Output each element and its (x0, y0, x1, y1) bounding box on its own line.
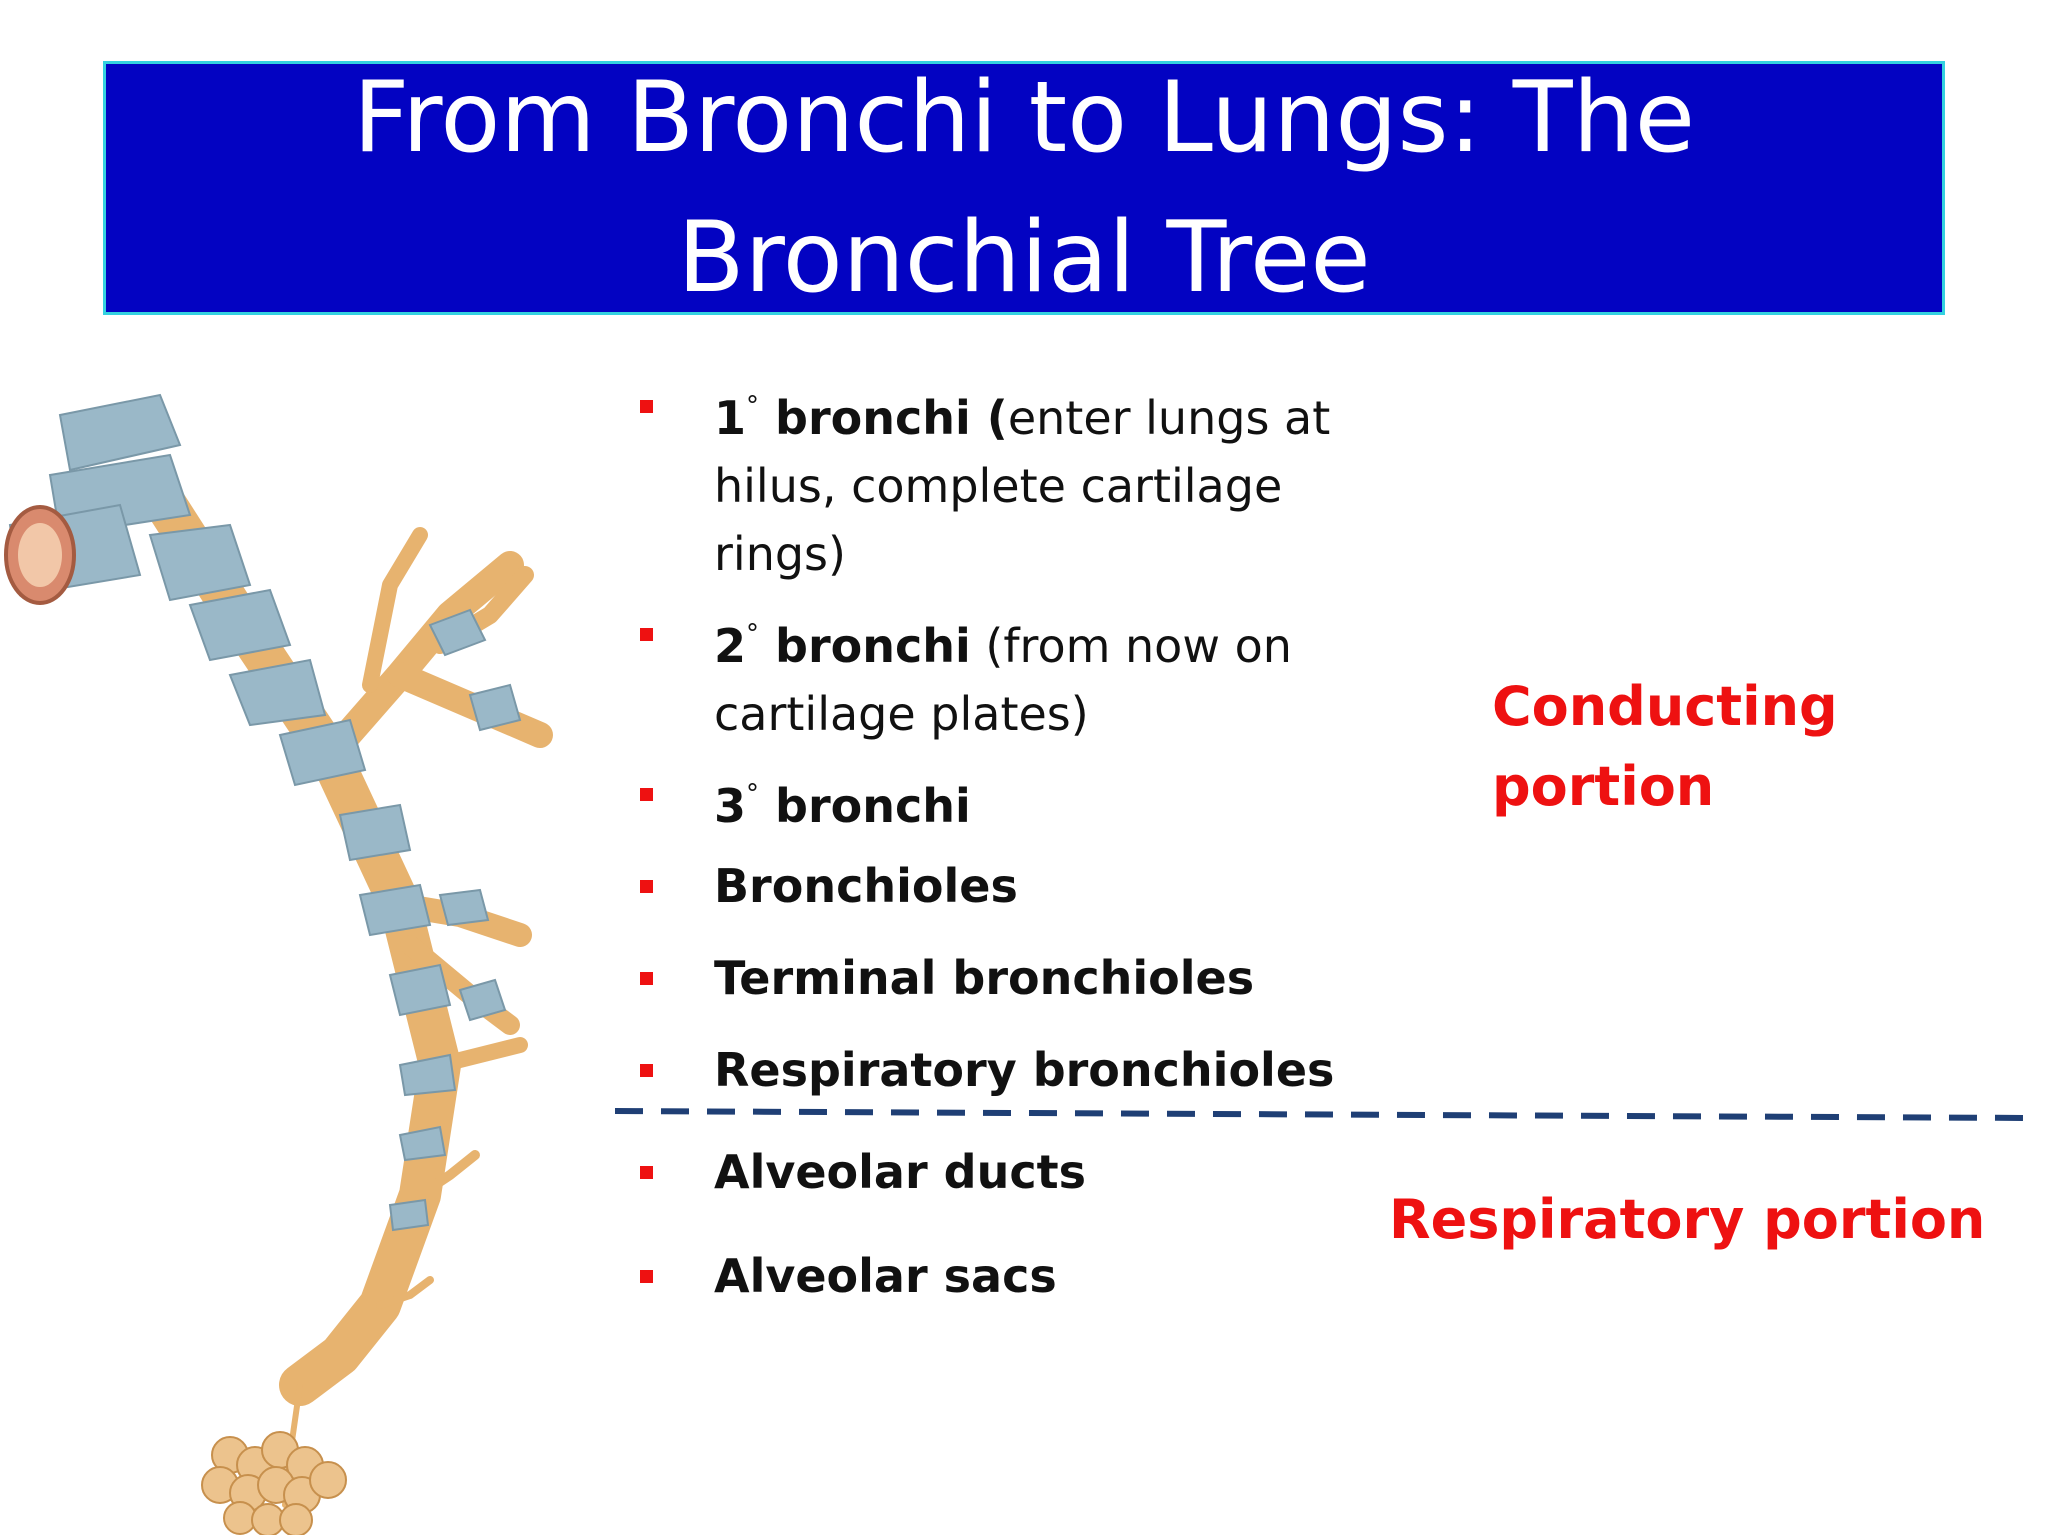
bullet-secondary-bronchi: 2° bronchi (from now on cartilage plates… (640, 600, 1400, 748)
bullet-primary-bronchi: 1° bronchi (enter lungs at hilus, comple… (640, 372, 1400, 588)
bullet-alveolar-ducts: Alveolar ducts (640, 1138, 1400, 1206)
bullet-text: 1° bronchi (enter lungs at hilus, comple… (714, 372, 1354, 588)
degree-symbol: ° (746, 619, 760, 649)
bullet-bold-text: bronchi (759, 619, 971, 673)
bullet-bold-text: bronchi (759, 779, 971, 833)
bullet-text: Alveolar ducts (714, 1145, 1086, 1199)
bullet-number: 3 (714, 779, 747, 833)
bronchus-opening (4, 505, 76, 605)
page-title: From Bronchi to Lungs: The Bronchial Tre… (352, 61, 1696, 315)
bullet-marker (640, 880, 653, 893)
respiratory-portion-label: Respiratory portion (1389, 1188, 1986, 1251)
bullet-text: Terminal bronchioles (714, 951, 1255, 1005)
degree-symbol: ° (746, 779, 760, 809)
degree-symbol: ° (746, 391, 760, 421)
bullet-marker (640, 628, 653, 641)
bullet-respiratory-bronchioles: Respiratory bronchioles (640, 1036, 1400, 1104)
bullet-text: 3° bronchi (714, 760, 1354, 840)
bronchial-tree-illustration (4, 393, 553, 1535)
bullet-text: Respiratory bronchioles (714, 1043, 1335, 1097)
bullet-text: 2° bronchi (from now on cartilage plates… (714, 600, 1354, 748)
bullet-normal-text: (from now on cartilage plates) (714, 619, 1292, 741)
bullet-marker (640, 788, 653, 801)
bullet-alveolar-sacs: Alveolar sacs (640, 1242, 1400, 1310)
conducting-portion-label: Conducting portion (1492, 675, 1838, 818)
bullet-text: Bronchioles (714, 859, 1018, 913)
bullet-number: 2 (714, 619, 747, 673)
bullet-marker (640, 972, 653, 985)
bullet-marker (640, 400, 653, 413)
portion-divider-line (615, 1108, 2035, 1121)
bullet-bronchioles: Bronchioles (640, 852, 1400, 920)
bullet-marker (640, 1064, 653, 1077)
bullet-text: Alveolar sacs (714, 1249, 1057, 1303)
title-banner: From Bronchi to Lungs: The Bronchial Tre… (103, 61, 1945, 315)
bullet-number: 1 (714, 391, 747, 445)
bullet-marker (640, 1270, 653, 1283)
bullet-marker (640, 1166, 653, 1179)
alveolar-sacs (201, 1431, 347, 1535)
bullet-terminal-bronchioles: Terminal bronchioles (640, 944, 1400, 1012)
bullet-tertiary-bronchi: 3° bronchi (640, 760, 1400, 840)
bullet-normal-text: enter lungs at hilus, complete cartilage… (714, 391, 1331, 581)
bullet-bold-text: bronchi ( (759, 391, 1008, 445)
